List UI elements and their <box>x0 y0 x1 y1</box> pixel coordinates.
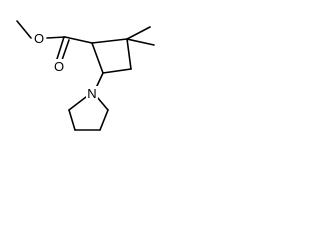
ring-bond-right <box>126 38 132 70</box>
atom-label-nitrogen: N <box>86 86 98 101</box>
ester-oxygen-label: O <box>34 31 44 46</box>
nitrogen-label: N <box>87 86 96 101</box>
pyrrolidine-bond-n-right <box>96 96 109 111</box>
carbonyl-double-bond-2 <box>61 39 70 61</box>
cyclobutane-ring <box>91 38 132 74</box>
atom-label-carbonyl-oxygen: O <box>53 59 65 74</box>
methyl-bond-upper <box>126 26 151 40</box>
carbonyl-oxygen-label: O <box>54 59 64 74</box>
atom-label-ester-oxygen: O <box>33 31 45 46</box>
methyl-bond-lower <box>126 38 155 46</box>
methyl-bond <box>16 20 32 39</box>
pyrrolidine-bond-right <box>99 109 109 131</box>
ring-bond-left <box>91 42 104 74</box>
pyrrolidine-bond-left <box>68 109 76 131</box>
ring-bond-bottom <box>102 68 132 74</box>
ring-bond-top <box>91 38 128 44</box>
gem-dimethyl-group <box>126 26 155 46</box>
pyrrolidine-bond-n-left <box>68 96 87 111</box>
ring-to-nitrogen-bond <box>95 72 104 89</box>
ester-o-carbonyl-bond <box>46 36 66 39</box>
methyl-ester-group <box>16 20 93 61</box>
pyrrolidine-ring <box>68 96 109 131</box>
molecule-structure: O O N <box>16 20 155 131</box>
carbonyl-to-ring-bond <box>64 36 93 44</box>
carbonyl-double-bond-1 <box>56 36 65 60</box>
